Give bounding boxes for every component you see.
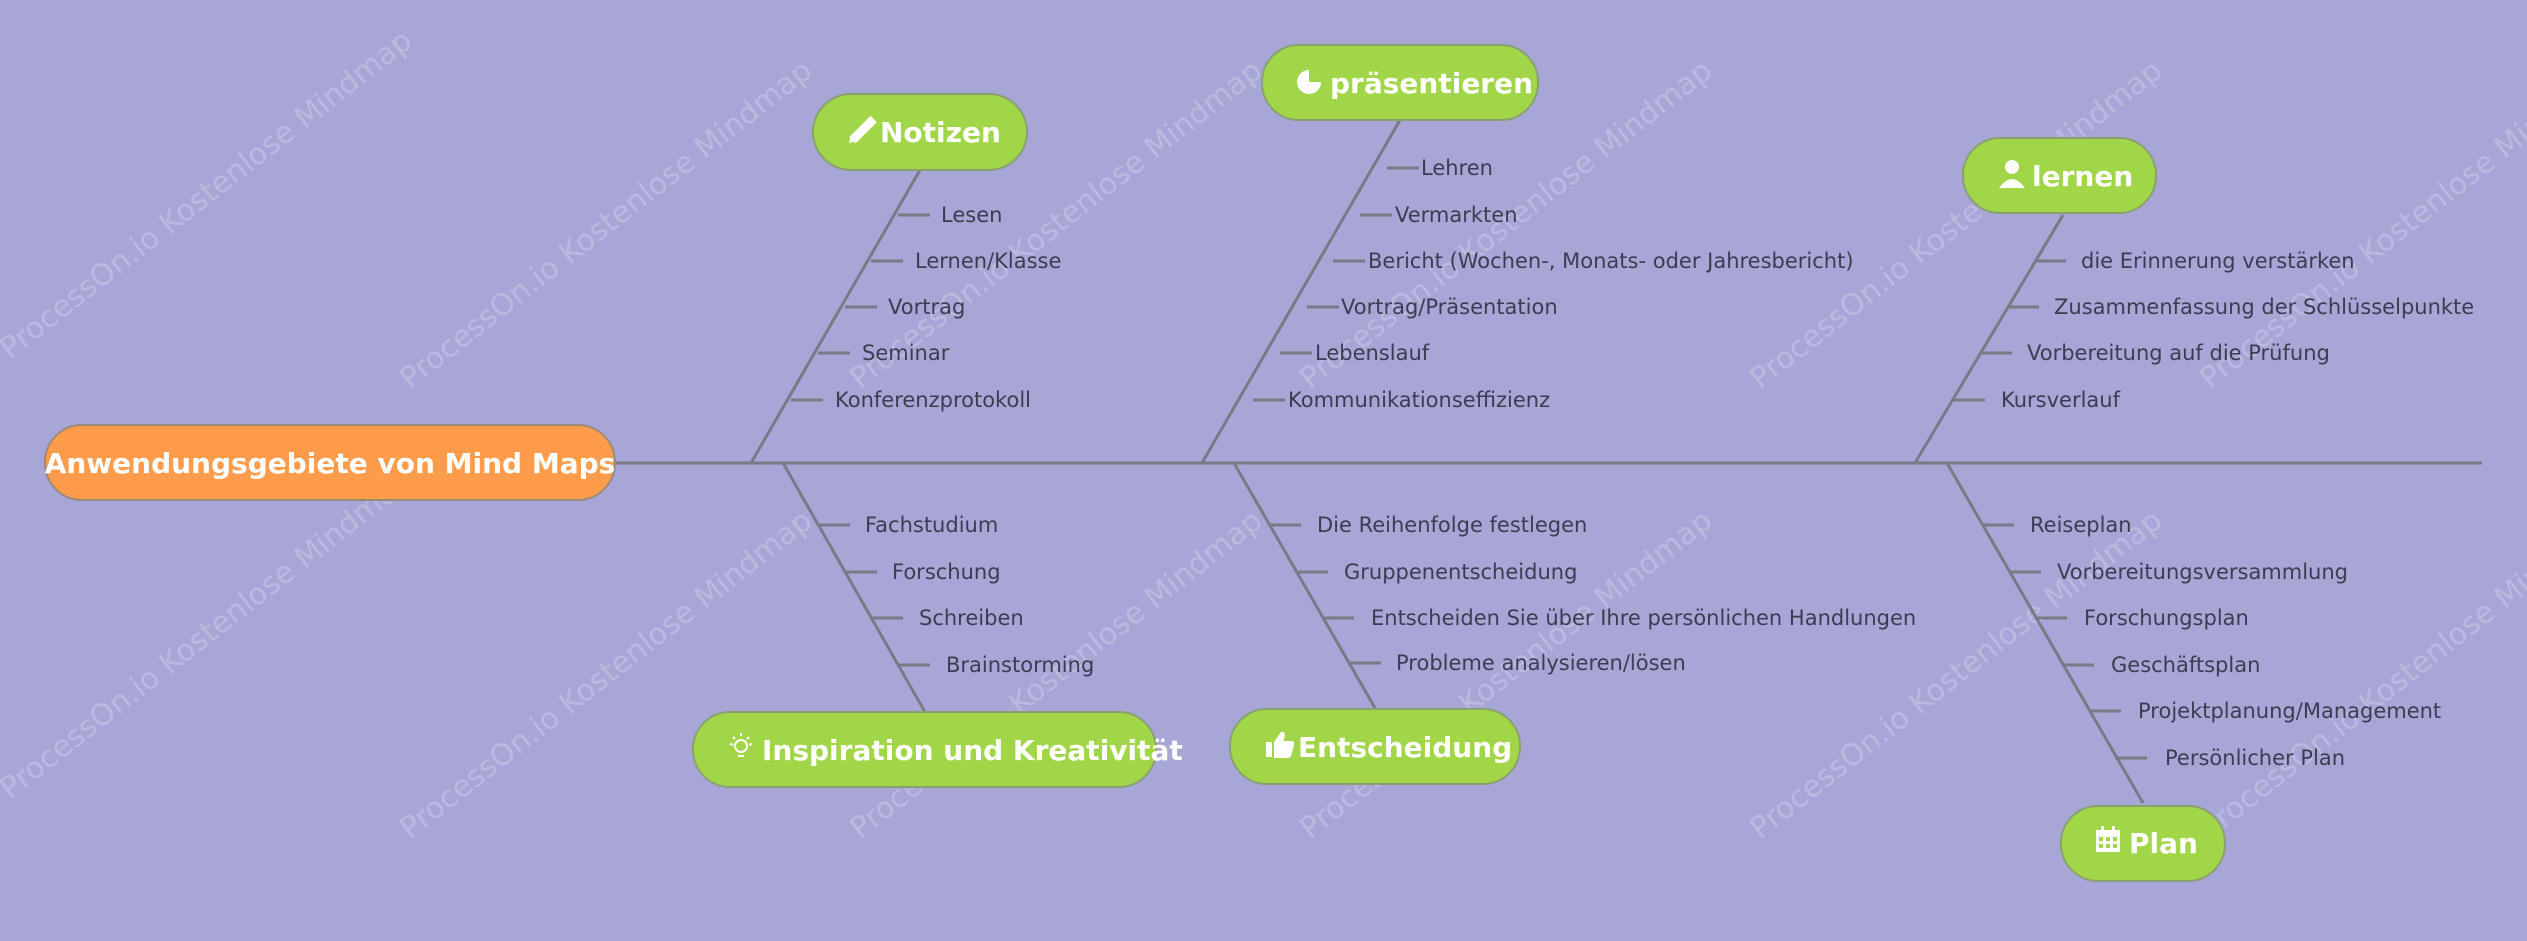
topic-item[interactable]: Vortrag xyxy=(888,295,965,319)
topic-item[interactable]: Konferenzprotokoll xyxy=(835,388,1031,412)
topic-label: Plan xyxy=(2129,827,2198,860)
bone-entscheidung xyxy=(1232,462,1377,709)
topic-item[interactable]: Projektplanung/Management xyxy=(2138,699,2441,723)
topic-lernen[interactable]: lernen xyxy=(1962,137,2157,214)
topic-item[interactable]: Seminar xyxy=(862,341,950,365)
watermark: ProcessOn.io Kostenlose Mindmap xyxy=(393,503,819,846)
watermark: ProcessOn.io Kostenlose Mindmap xyxy=(0,463,419,806)
topic-item[interactable]: Lernen/Klasse xyxy=(915,249,1061,273)
topic-label: lernen xyxy=(2032,160,2133,193)
topic-item[interactable]: Entscheiden Sie über Ihre persönlichen H… xyxy=(1371,606,1916,630)
thumbs-up-icon xyxy=(1266,731,1295,758)
calendar-icon xyxy=(2096,826,2120,852)
pencil-icon xyxy=(849,115,877,144)
topic-item[interactable]: Forschung xyxy=(892,560,1001,584)
bone-inspiration xyxy=(781,462,927,713)
topic-item[interactable]: Schreiben xyxy=(919,606,1024,630)
topic-label: Inspiration und Kreativität xyxy=(762,734,1183,767)
topic-label: Entscheidung xyxy=(1298,731,1512,764)
topic-inspiration[interactable]: Inspiration und Kreativität xyxy=(692,711,1183,788)
topic-entscheidung[interactable]: Entscheidung xyxy=(1229,708,1521,785)
item-labels: Lesen Lernen/Klasse Vortrag Seminar Konf… xyxy=(835,156,2474,770)
pie-chart-icon xyxy=(1297,70,1321,94)
bones xyxy=(749,119,2145,804)
topic-item[interactable]: Lesen xyxy=(941,203,1002,227)
topic-plan[interactable]: Plan xyxy=(2060,805,2226,882)
bone-lernen xyxy=(1913,214,2065,464)
topic-item[interactable]: Die Reihenfolge festlegen xyxy=(1317,513,1587,537)
topic-praesentieren[interactable]: präsentieren xyxy=(1261,44,1539,121)
watermark: ProcessOn.io Kostenlose Mindmap xyxy=(393,53,819,396)
topic-item[interactable]: Bericht (Wochen-, Monats- oder Jahresber… xyxy=(1368,249,1854,273)
bone-notizen xyxy=(749,169,922,464)
topic-item[interactable]: Lebenslauf xyxy=(1315,341,1430,365)
topic-item[interactable]: Lehren xyxy=(1421,156,1493,180)
topic-item[interactable]: Kursverlauf xyxy=(2001,388,2121,412)
item-ticks xyxy=(791,166,2147,760)
bone-praesentieren xyxy=(1200,119,1402,464)
topic-item[interactable]: Vortrag/Präsentation xyxy=(1341,295,1558,319)
topic-item[interactable]: Brainstorming xyxy=(946,653,1094,677)
topic-item[interactable]: Geschäftsplan xyxy=(2111,653,2260,677)
topic-item[interactable]: Persönlicher Plan xyxy=(2165,746,2345,770)
watermark: ProcessOn.io Kostenlose Mindmap xyxy=(1743,503,2169,846)
topic-item[interactable]: Gruppenentscheidung xyxy=(1344,560,1577,584)
root-label: Anwendungsgebiete von Mind Maps xyxy=(45,447,616,480)
root-node[interactable]: Anwendungsgebiete von Mind Maps xyxy=(44,424,616,501)
topic-item[interactable]: Forschungsplan xyxy=(2084,606,2249,630)
lightbulb-icon xyxy=(729,733,753,757)
topic-item[interactable]: Kommunikationseffizienz xyxy=(1288,388,1550,412)
topic-item[interactable]: Vermarkten xyxy=(1395,203,1518,227)
topic-item[interactable]: die Erinnerung verstärken xyxy=(2081,249,2355,273)
watermark: ProcessOn.io Kostenlose Mindmap xyxy=(0,23,419,366)
topic-notizen[interactable]: Notizen xyxy=(812,93,1028,171)
topic-item[interactable]: Vorbereitung auf die Prüfung xyxy=(2027,341,2330,365)
topic-item[interactable]: Fachstudium xyxy=(865,513,998,537)
bone-plan xyxy=(1945,462,2145,804)
topic-item[interactable]: Reiseplan xyxy=(2030,513,2132,537)
topic-item[interactable]: Zusammenfassung der Schlüsselpunkte xyxy=(2054,295,2474,319)
topic-item[interactable]: Probleme analysieren/lösen xyxy=(1396,651,1686,675)
topic-item[interactable]: Vorbereitungsversammlung xyxy=(2057,560,2348,584)
topic-label: Notizen xyxy=(880,116,1001,149)
user-icon xyxy=(1999,160,2025,188)
topic-label: präsentieren xyxy=(1330,67,1533,100)
